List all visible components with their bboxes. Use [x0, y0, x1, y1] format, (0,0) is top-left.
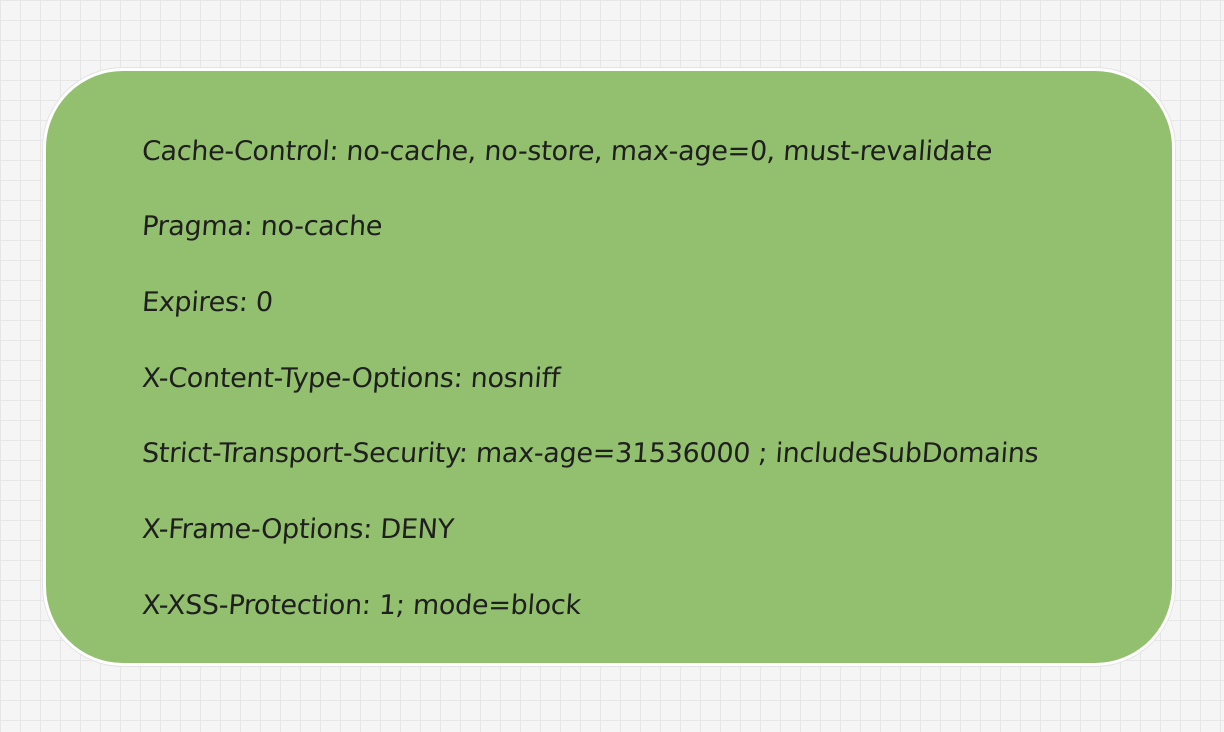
header-x-frame-options: X-Frame-Options: DENY — [140, 514, 455, 545]
header-x-content-type-options: X-Content-Type-Options: nosniff — [140, 363, 562, 394]
http-headers-card: Cache-Control: no-cache, no-store, max-a… — [43, 68, 1175, 666]
header-expires: Expires: 0 — [140, 287, 274, 318]
header-x-xss-protection: X-XSS-Protection: 1; mode=block — [140, 590, 582, 621]
header-cache-control: Cache-Control: no-cache, no-store, max-a… — [140, 136, 994, 167]
header-pragma: Pragma: no-cache — [140, 211, 384, 242]
header-strict-transport-security: Strict-Transport-Security: max-age=31536… — [140, 438, 1040, 469]
